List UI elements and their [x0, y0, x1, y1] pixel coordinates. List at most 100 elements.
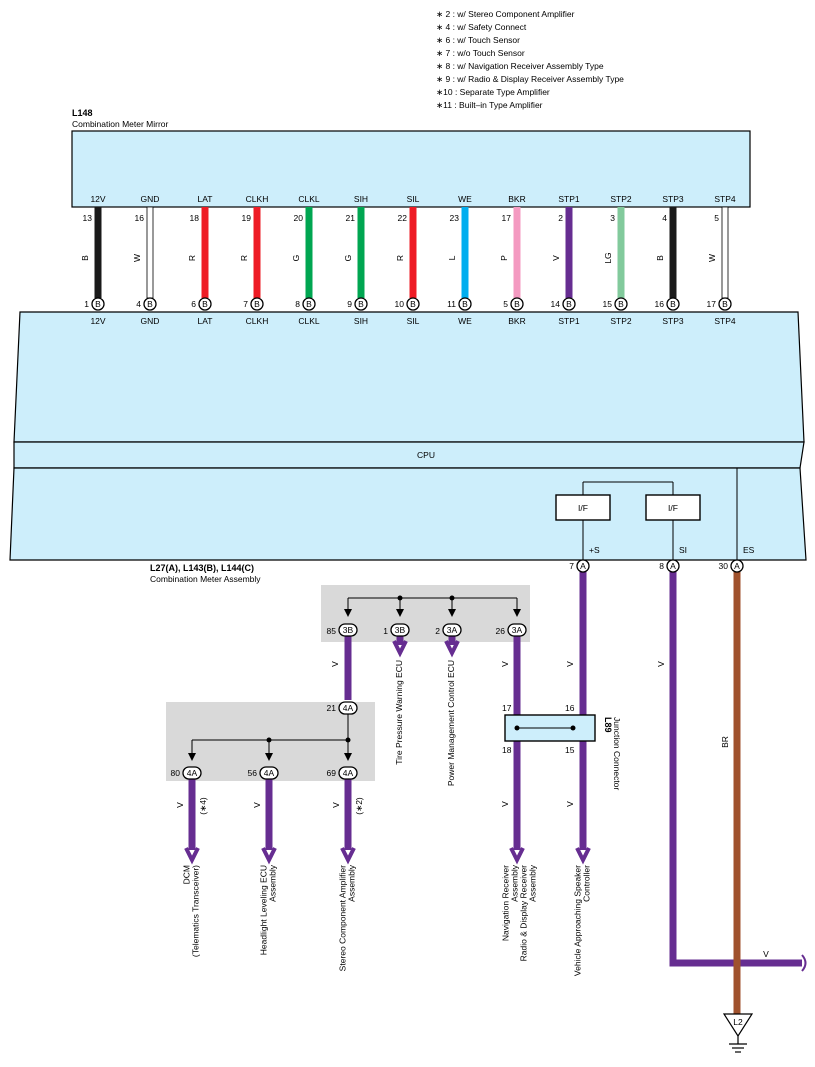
wire-color-6: R	[395, 255, 405, 261]
mirror-pin-name-7: WE	[458, 194, 472, 204]
dest-headlight: Headlight Leveling ECUAssembly	[259, 864, 278, 955]
l89-pin-18: 18	[502, 745, 512, 755]
meter-box-bottom	[9, 467, 807, 561]
w85c: V	[330, 661, 340, 667]
j1-pin-3-shape	[507, 623, 527, 637]
meter-pin-5: B	[354, 297, 368, 311]
mirror-pin-number-5: 21	[346, 213, 356, 223]
meter-out-pin-number-0: 7	[569, 561, 574, 571]
meter-pin-number-7: 11	[447, 299, 456, 309]
meter-pin-4: B	[302, 297, 316, 311]
meter-pin-number-12: 17	[707, 299, 717, 309]
dest-vehicle: Vehicle Approaching SpeakerController	[573, 865, 592, 976]
j1-pin-number-2: 2	[435, 626, 440, 636]
l89-pin-16: 16	[565, 703, 575, 713]
meter-pin-4-label: B	[306, 299, 312, 309]
mirror-pin-name-12: STP4	[714, 194, 736, 204]
mirror-pin-name-5: SIH	[354, 194, 368, 204]
mirror-pin-number-8: 17	[502, 213, 512, 223]
wire-j2-color-1: V	[252, 802, 262, 808]
j1-arrow-2	[448, 609, 456, 617]
l89-code: L89	[603, 717, 613, 733]
meter-out-pin-0: A	[576, 559, 590, 573]
wire-j2-color-0: V	[175, 802, 185, 808]
wire-color-8: P	[499, 255, 509, 261]
meter-pin-11: B	[666, 297, 680, 311]
j1-pin-1: 3B	[390, 623, 410, 637]
arrow-j2-out-2	[340, 847, 356, 865]
arrow-j2-out-0	[184, 847, 200, 865]
meter-pin-name-0: 12V	[90, 316, 105, 326]
meter-code: L27(A), L143(B), L144(C)	[150, 563, 254, 573]
j2-out-pin-1: 4A	[259, 766, 279, 780]
j2-in-pin-label: 4A	[343, 703, 354, 713]
mirror-pin-name-3: CLKH	[246, 194, 269, 204]
j2-arrow-2	[344, 753, 352, 761]
meter-pin-10: B	[614, 297, 628, 311]
meter-pin-12-label: B	[722, 299, 728, 309]
interface-label-1: I/F	[578, 503, 588, 513]
meter-pin-5-label: B	[358, 299, 364, 309]
meter-pin-2: B	[198, 297, 212, 311]
meter-pin-3-shape	[250, 297, 264, 311]
dcm-note: (∗4)	[198, 797, 208, 815]
w26c: V	[500, 661, 510, 667]
wire-si-color: V	[656, 661, 666, 667]
wire-6	[409, 207, 417, 298]
meter-pin-name-3: CLKH	[246, 316, 269, 326]
meter-pin-1-label: B	[147, 299, 153, 309]
wire-3	[253, 207, 261, 298]
mirror-pin-name-0: 12V	[90, 194, 105, 204]
meter-pin-6-label: B	[410, 299, 416, 309]
meter-pin-10-shape	[614, 297, 628, 311]
meter-name: Combination Meter Assembly	[150, 574, 261, 584]
j2-out-pin-2-shape	[338, 766, 358, 780]
dest-nav-line-1: Assembly	[510, 864, 520, 902]
note-4: ∗ 7 : w/o Touch Sensor	[436, 48, 525, 58]
wire-si	[669, 572, 802, 967]
j1-pin-0: 3B	[338, 623, 358, 637]
meter-pin-1-shape	[143, 297, 157, 311]
meter-pin-name-12: STP4	[714, 316, 736, 326]
pin-name-si: SI	[679, 545, 687, 555]
j1-pin-1-label: 3B	[395, 625, 406, 635]
mirror-pin-name-6: SIL	[407, 194, 420, 204]
mirror-name: Combination Meter Mirror	[72, 119, 169, 129]
note-3: ∗ 6 : w/ Touch Sensor	[436, 35, 520, 45]
j2-arrow-1	[265, 753, 273, 761]
dest-tire-line-0: Tire Pressure Warning ECU	[394, 660, 404, 765]
wire-color-5: G	[343, 255, 353, 262]
wire-color-10: LG	[603, 252, 613, 263]
mirror-pin-name-10: STP2	[610, 194, 632, 204]
meter-pin-2-shape	[198, 297, 212, 311]
j1-pin-2-label: 3A	[447, 625, 458, 635]
dest-headlight-line-0: Headlight Leveling ECU	[259, 865, 269, 955]
mirror-pin-number-9: 2	[558, 213, 563, 223]
meter-out-pin-1-label: A	[670, 561, 676, 571]
wire-7	[461, 207, 469, 298]
meter-out-pin-0-shape	[576, 559, 590, 573]
meter-pin-7: B	[458, 297, 472, 311]
meter-pin-number-3: 7	[243, 299, 248, 309]
l89-name: Junction Connector	[612, 717, 622, 790]
meter-pin-number-2: 6	[191, 299, 196, 309]
meter-out-pin-2: A	[730, 559, 744, 573]
arrow-power	[444, 640, 460, 658]
note-5: ∗ 8 : w/ Navigation Receiver Assembly Ty…	[436, 61, 604, 71]
meter-pin-0-shape	[91, 297, 105, 311]
meter-pin-5-shape	[354, 297, 368, 311]
dest-nav-line-3: Assembly	[528, 864, 538, 902]
meter-pin-0: B	[91, 297, 105, 311]
meter-out-pin-0-label: A	[580, 561, 586, 571]
wire-color-1: W	[132, 254, 142, 262]
note-6: ∗ 9 : w/ Radio & Display Receiver Assemb…	[436, 74, 624, 84]
mirror-box	[71, 130, 751, 208]
wire-si-break	[801, 954, 807, 972]
j2-out-pin-0-label: 4A	[187, 768, 198, 778]
meter-box-cpu	[13, 441, 805, 469]
wire-color-12: W	[707, 254, 717, 262]
dest-nav-line-2: Radio & Display Receiver	[519, 865, 529, 962]
meter-out-pin-1-shape	[666, 559, 680, 573]
